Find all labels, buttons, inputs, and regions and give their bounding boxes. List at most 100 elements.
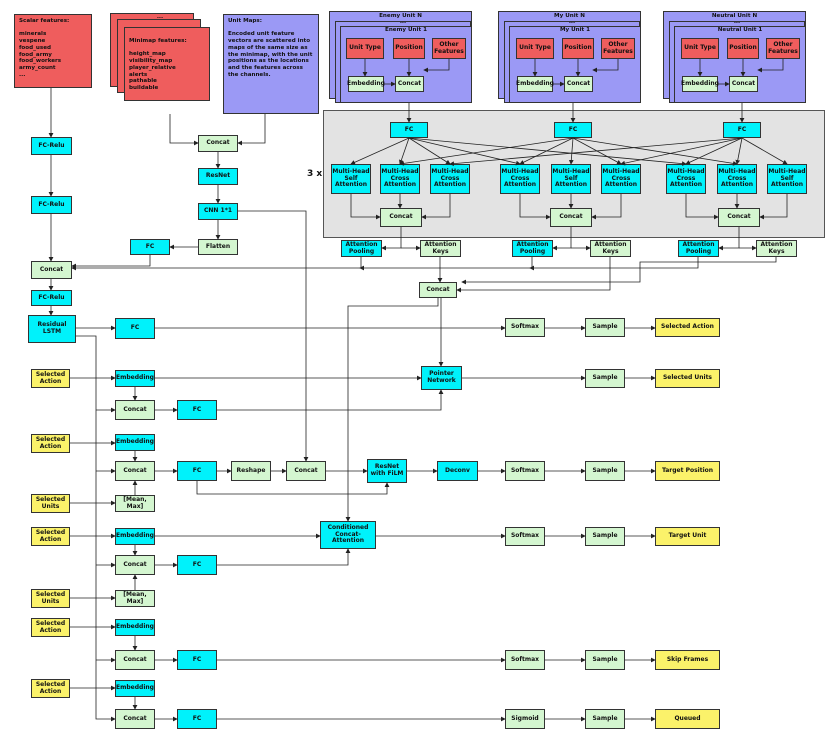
enemy-attention-keys: Attention Keys — [420, 240, 461, 257]
my-position: Position — [562, 38, 594, 59]
arrow — [196, 481, 390, 495]
arrow — [519, 194, 551, 220]
neutral-position: Position — [727, 38, 759, 59]
input-selected-action-3: Selected Action — [31, 527, 70, 546]
arrow — [421, 194, 451, 220]
my-dots: ... — [568, 19, 576, 25]
my-unit-n-label: My Unit N — [554, 13, 585, 19]
enemy-cross-attention-2: Multi-Head Cross Attention — [430, 164, 470, 194]
arrow — [735, 137, 743, 165]
arrow — [568, 137, 574, 165]
neutral-unit-n-label: Neutral Unit N — [711, 13, 758, 19]
arrow — [408, 137, 451, 165]
input-selected-units-1: Selected Units — [31, 494, 70, 513]
arrow — [461, 257, 777, 285]
my-other-features: Other Features — [601, 38, 635, 59]
input-selected-action-4: Selected Action — [31, 618, 70, 637]
arrow — [519, 137, 574, 165]
my-attention-pooling: Attention Pooling — [512, 240, 553, 257]
units-fc: FC — [177, 400, 217, 420]
arrow — [592, 59, 619, 73]
resnet: ResNet — [198, 168, 238, 185]
queued-embedding: Embedding — [115, 680, 155, 697]
arrow — [620, 137, 743, 166]
neutral-self-attention: Multi-Head Self Attention — [767, 164, 807, 194]
repeat-label: 3 x — [307, 169, 323, 179]
target-unit-fc: FC — [177, 555, 217, 575]
my-attention-keys: Attention Keys — [590, 240, 631, 257]
neutral-other-features: Other Features — [766, 38, 800, 59]
neutral-unit-1-label: Neutral Unit 1 — [717, 27, 763, 33]
units-embedding: Embedding — [115, 370, 155, 387]
unit-maps-note: Unit Maps: Encoded unit feature vectors … — [223, 14, 319, 114]
neutral-attention-pooling: Attention Pooling — [678, 240, 719, 257]
queued-sigmoid: Sigmoid — [505, 709, 545, 729]
arrow — [759, 194, 788, 220]
scalar-features-note: Scalar features: minerals vespene food_u… — [14, 14, 92, 88]
arrow — [345, 298, 439, 522]
arrow — [456, 257, 611, 293]
arrow — [741, 137, 788, 165]
arrow — [399, 137, 574, 166]
neutral-cross-attention-2: Multi-Head Cross Attention — [717, 164, 757, 194]
neutral-cross-attention-1: Multi-Head Cross Attention — [666, 164, 706, 194]
arrow — [381, 227, 402, 251]
arrow — [399, 137, 410, 165]
neutral-attention-keys: Attention Keys — [756, 240, 797, 257]
my-cross-attention-1: Multi-Head Cross Attention — [500, 164, 540, 194]
arrow — [350, 194, 381, 220]
enemy-cross-attention-1: Multi-Head Cross Attention — [380, 164, 420, 194]
resnet-with-film: ResNet with FiLM — [367, 459, 407, 483]
neutral-dots: ... — [733, 19, 741, 25]
arrow — [591, 194, 622, 220]
input-selected-units-2: Selected Units — [31, 589, 70, 608]
output-skip-frames: Skip Frames — [655, 650, 720, 670]
units-sample: Sample — [585, 369, 625, 388]
residual-lstm: Residual LSTM — [28, 315, 76, 343]
enemy-dots: ... — [399, 19, 407, 25]
skip-embedding: Embedding — [115, 619, 155, 636]
input-selected-action-2: Selected Action — [31, 434, 70, 453]
enemy-unit-type: Unit Type — [346, 38, 384, 59]
arrow — [572, 137, 738, 166]
arrow — [359, 257, 533, 271]
action-type-fc: FC — [115, 318, 155, 339]
my-unit-1-label: My Unit 1 — [559, 27, 591, 33]
arrow — [71, 255, 151, 269]
arrow — [685, 194, 719, 220]
input-selected-action-5: Selected Action — [31, 679, 70, 698]
arrow — [350, 137, 410, 165]
arrow — [449, 137, 743, 167]
position-mean-max: [Mean, Max] — [115, 495, 155, 512]
output-selected-units: Selected Units — [655, 369, 720, 388]
arrow — [217, 548, 351, 566]
minimap-features-note: Minimap features: height_map visibility_… — [124, 27, 210, 101]
arrow — [237, 114, 266, 146]
arrow — [76, 335, 116, 722]
arrow — [757, 59, 784, 73]
enemy-unit-1-label: Enemy Unit 1 — [385, 27, 427, 33]
position-softmax: Softmax — [505, 461, 545, 481]
enemy-position: Position — [393, 38, 425, 59]
enemy-fc: FC — [390, 122, 428, 138]
spatial-fc: FC — [130, 239, 170, 255]
enemy-attention-pooling: Attention Pooling — [341, 240, 382, 257]
my-unit-type: Unit Type — [516, 38, 554, 59]
arrow — [718, 227, 740, 251]
arrow — [552, 227, 572, 251]
neutral-unit-type: Unit Type — [681, 38, 719, 59]
enemy-unit-n-label: Enemy Unit N — [379, 13, 422, 19]
arrow — [238, 210, 309, 462]
input-selected-action-1: Selected Action — [31, 369, 70, 388]
skip-fc: FC — [177, 650, 217, 670]
output-target-unit: Target Unit — [655, 527, 720, 546]
arrow — [169, 114, 199, 146]
my-cross-attention-2: Multi-Head Cross Attention — [601, 164, 641, 194]
arrow — [217, 389, 444, 411]
arrow — [529, 257, 699, 271]
arrow — [423, 59, 450, 73]
output-queued: Queued — [655, 709, 720, 729]
minimap-dots: ... — [156, 14, 164, 20]
